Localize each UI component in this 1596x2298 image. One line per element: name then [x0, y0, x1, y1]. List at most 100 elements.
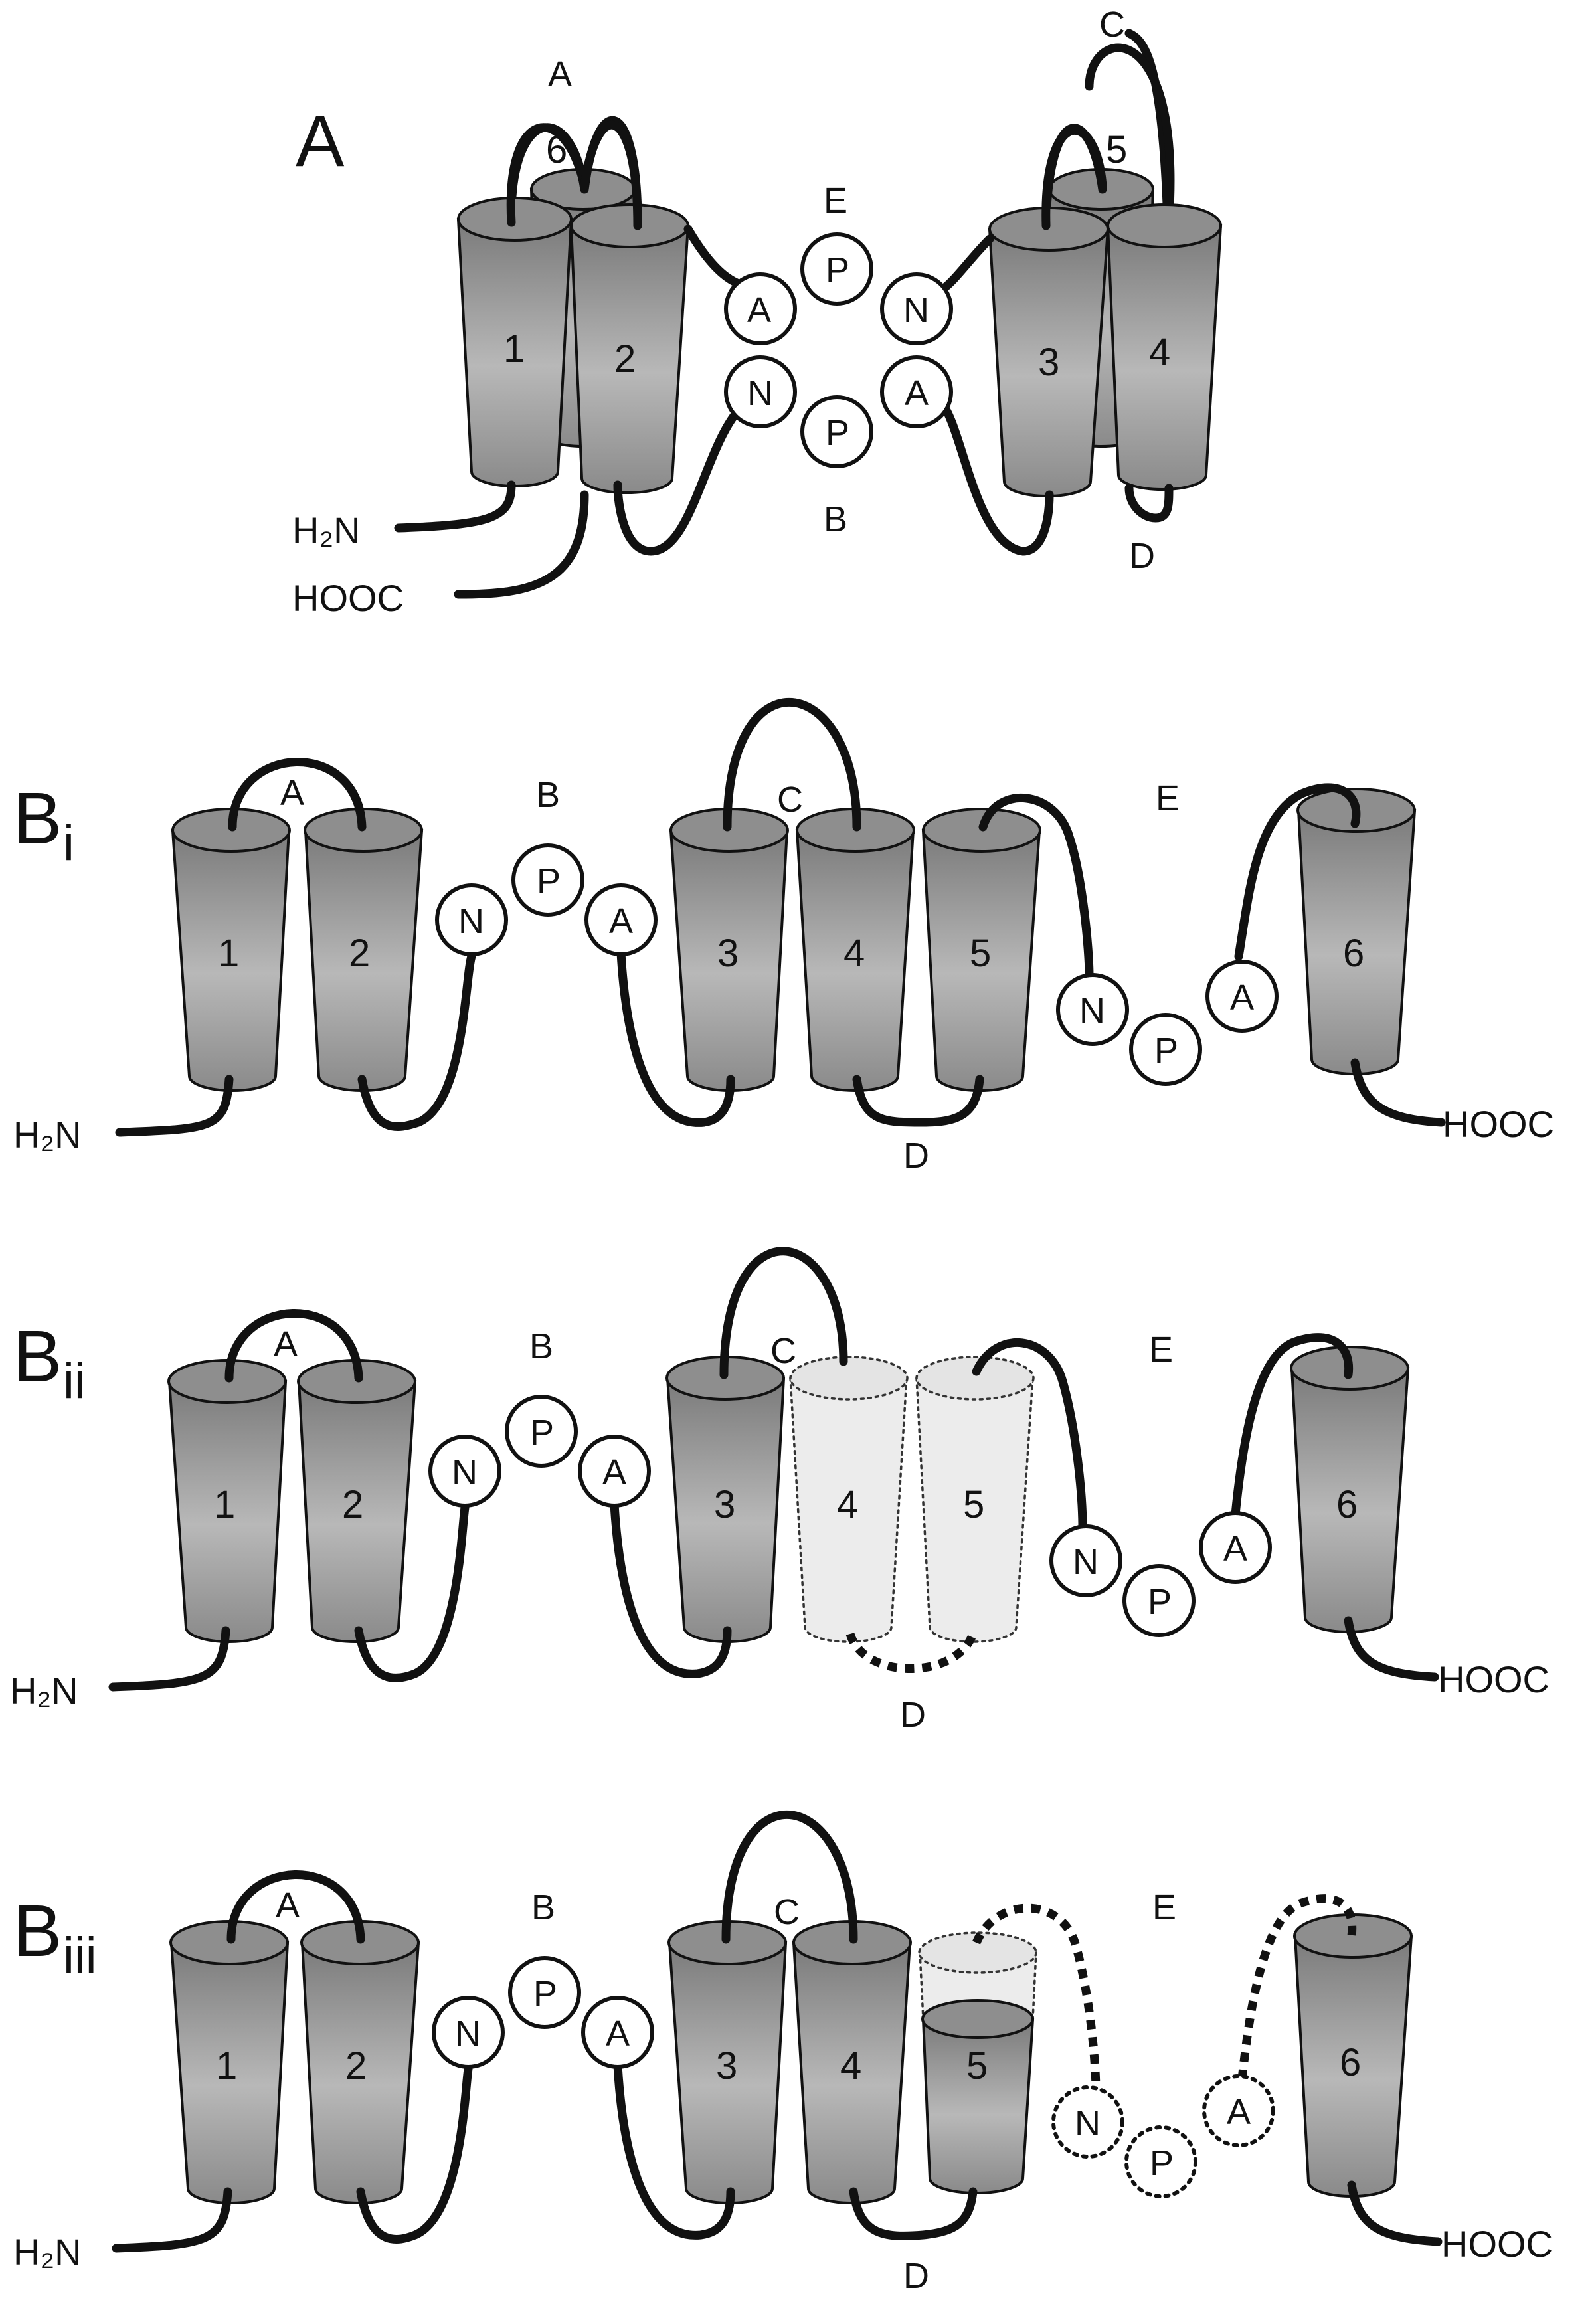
residue-circle: [428, 1435, 501, 1508]
helix-6-label: 6: [1343, 932, 1364, 975]
helix-3: 3: [669, 808, 789, 1092]
helix-6-label: 6: [1336, 1483, 1358, 1526]
loop-d: [849, 2187, 978, 2240]
helix-5-label: 5: [1106, 128, 1127, 171]
panel-bii-title: B: [13, 1316, 62, 1397]
helix-4: 4: [1106, 203, 1223, 491]
helix-4: 4: [795, 808, 915, 1092]
loop-a-label: A: [276, 1886, 300, 1925]
loop-b-right: [616, 948, 735, 1127]
helix-2: 2: [297, 1359, 417, 1643]
helix-6: 6: [1296, 788, 1417, 1075]
npa2-n: N: [1079, 991, 1105, 1031]
residue-circle: [1049, 1524, 1122, 1597]
helix-2: 2: [304, 808, 424, 1092]
loop-a: [226, 1870, 365, 1944]
residue-circle: [1122, 1564, 1196, 1637]
npa2-n: N: [1073, 1542, 1099, 1582]
n-terminus-label: H₂N: [10, 1670, 78, 1712]
helix-2-label: 2: [614, 337, 636, 381]
npa1-p: P: [533, 1974, 557, 2014]
helix-1-label: 1: [216, 2044, 237, 2087]
loop-d-label: D: [903, 2256, 929, 2296]
residue-circle: [581, 1996, 654, 2069]
loop-a-front: [506, 123, 589, 227]
loop-d-label: D: [900, 1695, 926, 1735]
loop-b-right: [613, 2061, 735, 2240]
residue-circle: [435, 883, 508, 956]
loop-e-label: E: [1152, 1888, 1176, 1927]
loop-e-label: E: [1156, 778, 1180, 818]
c-terminus-label: HOOC: [1441, 2223, 1553, 2265]
loop-c-label: C: [774, 1892, 800, 1932]
residue-circle: [800, 395, 873, 468]
residue-circle: [1056, 973, 1129, 1046]
n-terminus-tail: [112, 2187, 232, 2253]
c-terminus-tail: [1347, 2180, 1443, 2246]
loop-c-label: C: [1099, 5, 1125, 44]
c-terminus-label: HOOC: [292, 577, 404, 619]
npa1-n: N: [458, 901, 484, 941]
panel-bii-subscript: ii: [63, 1353, 86, 1409]
loop-e-right: [1234, 783, 1361, 961]
npa1-a: A: [602, 1453, 626, 1492]
helix-4-label: 4: [843, 932, 865, 975]
residue-circle: [508, 1956, 581, 2029]
panel-a: A 6 5 1 2 3: [292, 5, 1223, 619]
helix-6: 6: [1290, 1346, 1410, 1633]
n-terminus-tail: [108, 1626, 230, 1692]
loop-a-front2: [580, 120, 642, 230]
helix-1-label: 1: [503, 327, 525, 371]
helix-5-label: 5: [966, 2044, 988, 2087]
npa1-p: P: [530, 1413, 554, 1453]
helix-3-label: 3: [714, 1483, 735, 1526]
residue-circle: [432, 1996, 505, 2069]
loop-d: [852, 1075, 984, 1127]
npa-top-n: N: [903, 290, 929, 330]
loop-b-label: B: [536, 775, 560, 815]
residue-circle: [880, 355, 953, 428]
loop-d-dashed: [845, 1632, 978, 1673]
c-terminus-tail: [1350, 1058, 1446, 1127]
c-terminus-label: HOOC: [1443, 1103, 1554, 1145]
residue-circle: [1205, 960, 1279, 1033]
loop-d-label: D: [903, 1136, 929, 1176]
n-terminus-tail: [115, 1075, 234, 1137]
loop-a: [224, 1309, 363, 1383]
n-terminus-label: H₂N: [292, 509, 361, 551]
helix-1: 1: [169, 1920, 290, 2204]
npa2-p: P: [1148, 1582, 1172, 1622]
loop-b-label: B: [531, 1888, 555, 1927]
residue-circle-dotted: [1051, 2085, 1124, 2159]
helix-1-label: 1: [214, 1483, 235, 1526]
helix-1: 1: [167, 1359, 288, 1643]
panel-biii-title: B: [13, 1890, 62, 1972]
loop-e-right: [1231, 1333, 1354, 1519]
loop-b-label: B: [529, 1326, 553, 1366]
helix-2-label: 2: [342, 1483, 363, 1526]
loop-a: [228, 758, 367, 832]
loop-e-right-dashed: [1237, 1894, 1357, 2079]
helix-5-label: 5: [963, 1483, 984, 1526]
residue-circle: [1199, 1511, 1272, 1584]
npa-top-a: A: [747, 290, 771, 330]
loop-b-label: B: [824, 499, 847, 539]
loop-b-left: [356, 2064, 473, 2244]
helix-5-label: 5: [970, 932, 991, 975]
c-terminus-tail: [1344, 1616, 1439, 1682]
loop-c-front: [1041, 126, 1107, 230]
panel-biii: B iii 1 2 3 4 5: [13, 1810, 1553, 2296]
n-terminus-label: H₂N: [13, 1114, 82, 1156]
loop-e-left: [972, 1338, 1087, 1532]
npa-bottom-a: A: [905, 373, 929, 413]
helix-4-label: 4: [837, 1483, 858, 1526]
residue-circle: [724, 355, 797, 428]
residue-circle: [724, 272, 797, 345]
loop-c-arc: [1085, 43, 1175, 224]
panel-bii: B ii 1 2 3 4 5 6: [10, 1247, 1550, 1735]
residue-circle: [880, 272, 953, 345]
helix-3: 3: [667, 1920, 788, 2204]
loop-b-left: [354, 1503, 470, 1682]
residue-circle: [578, 1435, 651, 1508]
